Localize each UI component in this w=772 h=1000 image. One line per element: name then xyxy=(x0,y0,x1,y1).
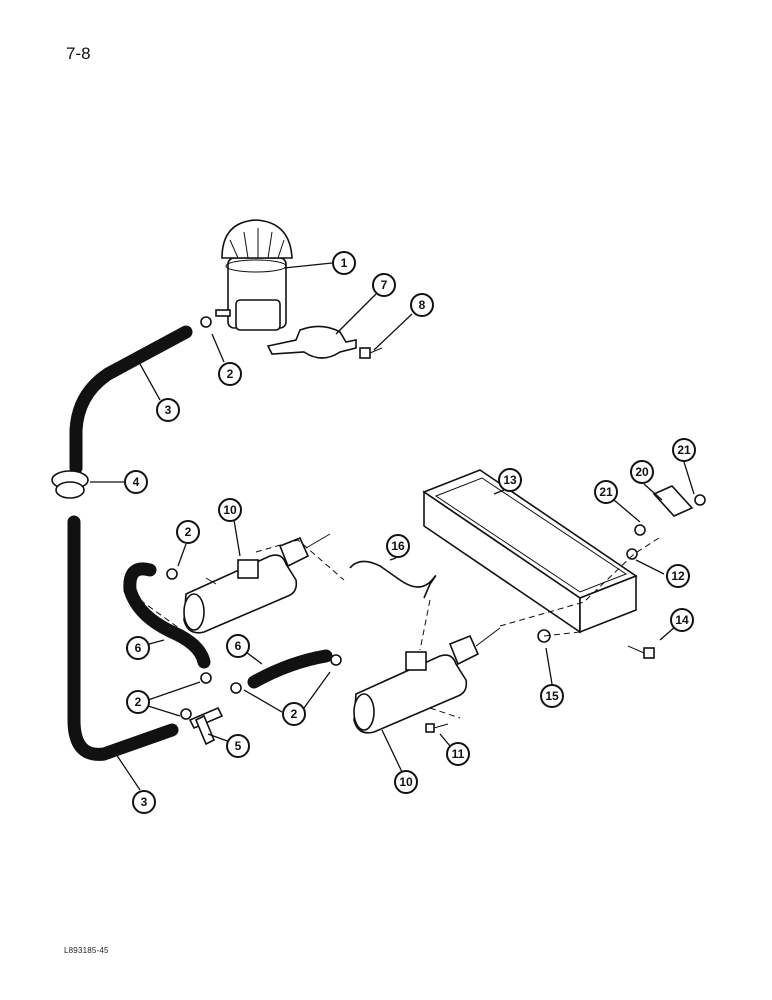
bolt-14 xyxy=(627,645,655,659)
callout-8: 8 xyxy=(410,293,434,317)
svg-text:14: 14 xyxy=(675,613,689,627)
callout-1: 1 xyxy=(332,251,356,275)
svg-text:3: 3 xyxy=(141,795,148,809)
svg-text:13: 13 xyxy=(503,473,517,487)
assembly-lines xyxy=(139,535,663,719)
hose-clamp xyxy=(200,316,212,328)
lower-hose xyxy=(67,515,179,761)
svg-text:21: 21 xyxy=(677,443,691,457)
hose-clamps xyxy=(166,568,342,720)
master-cylinder-lower xyxy=(353,627,501,734)
svg-text:6: 6 xyxy=(235,639,242,653)
callout-2-left: 2 xyxy=(126,690,150,714)
svg-text:15: 15 xyxy=(545,689,559,703)
callout-2-right: 2 xyxy=(282,702,306,726)
callout-13: 13 xyxy=(498,468,522,492)
callout-10-upper: 10 xyxy=(218,498,242,522)
callout-3-bottom: 3 xyxy=(132,790,156,814)
callout-3-top: 3 xyxy=(156,398,180,422)
svg-text:2: 2 xyxy=(291,707,298,721)
reservoir xyxy=(215,219,293,331)
callout-2-top: 2 xyxy=(218,362,242,386)
svg-text:16: 16 xyxy=(391,539,405,553)
svg-text:8: 8 xyxy=(419,298,426,312)
callout-7: 7 xyxy=(372,273,396,297)
callout-10-lower: 10 xyxy=(394,770,418,794)
leader-lines xyxy=(90,262,695,791)
bracket-screw xyxy=(359,347,383,359)
callout-6-left: 6 xyxy=(126,636,150,660)
grommet xyxy=(51,470,89,499)
svg-text:20: 20 xyxy=(635,465,649,479)
svg-text:1: 1 xyxy=(341,256,348,270)
svg-text:10: 10 xyxy=(399,775,413,789)
callout-16: 16 xyxy=(386,534,410,558)
callout-4: 4 xyxy=(124,470,148,494)
callout-5: 5 xyxy=(226,734,250,758)
svg-text:11: 11 xyxy=(452,747,465,761)
callout-6-right: 6 xyxy=(226,634,250,658)
master-cylinder-upper xyxy=(183,533,331,634)
plate-20 xyxy=(652,485,694,517)
short-hose-right xyxy=(247,649,333,689)
tee-fitting xyxy=(188,706,224,746)
svg-text:2: 2 xyxy=(135,695,142,709)
page-number: 7-8 xyxy=(66,44,91,63)
nuts xyxy=(537,494,706,643)
svg-text:7: 7 xyxy=(381,278,388,292)
svg-text:2: 2 xyxy=(185,525,192,539)
svg-text:5: 5 xyxy=(235,739,242,753)
callout-11: 11 xyxy=(446,742,470,766)
callout-21-lower: 21 xyxy=(594,480,618,504)
screw-11 xyxy=(425,723,449,733)
mounting-bracket xyxy=(266,325,357,359)
callout-12: 12 xyxy=(666,564,690,588)
callout-14: 14 xyxy=(670,608,694,632)
svg-text:12: 12 xyxy=(671,569,685,583)
svg-text:10: 10 xyxy=(223,503,237,517)
document-code: L893185-45 xyxy=(64,946,109,955)
svg-text:2: 2 xyxy=(227,367,234,381)
svg-text:3: 3 xyxy=(165,403,172,417)
spacer-plate xyxy=(422,469,638,634)
svg-text:4: 4 xyxy=(133,475,140,489)
short-hose-left xyxy=(123,562,211,669)
callout-2-upper-cyl: 2 xyxy=(176,520,200,544)
callout-15: 15 xyxy=(540,684,564,708)
callout-21-top: 21 xyxy=(672,438,696,462)
upper-hose xyxy=(69,325,193,475)
brake-line xyxy=(349,560,437,599)
svg-text:6: 6 xyxy=(135,641,142,655)
svg-text:21: 21 xyxy=(599,485,613,499)
callout-20: 20 xyxy=(630,460,654,484)
